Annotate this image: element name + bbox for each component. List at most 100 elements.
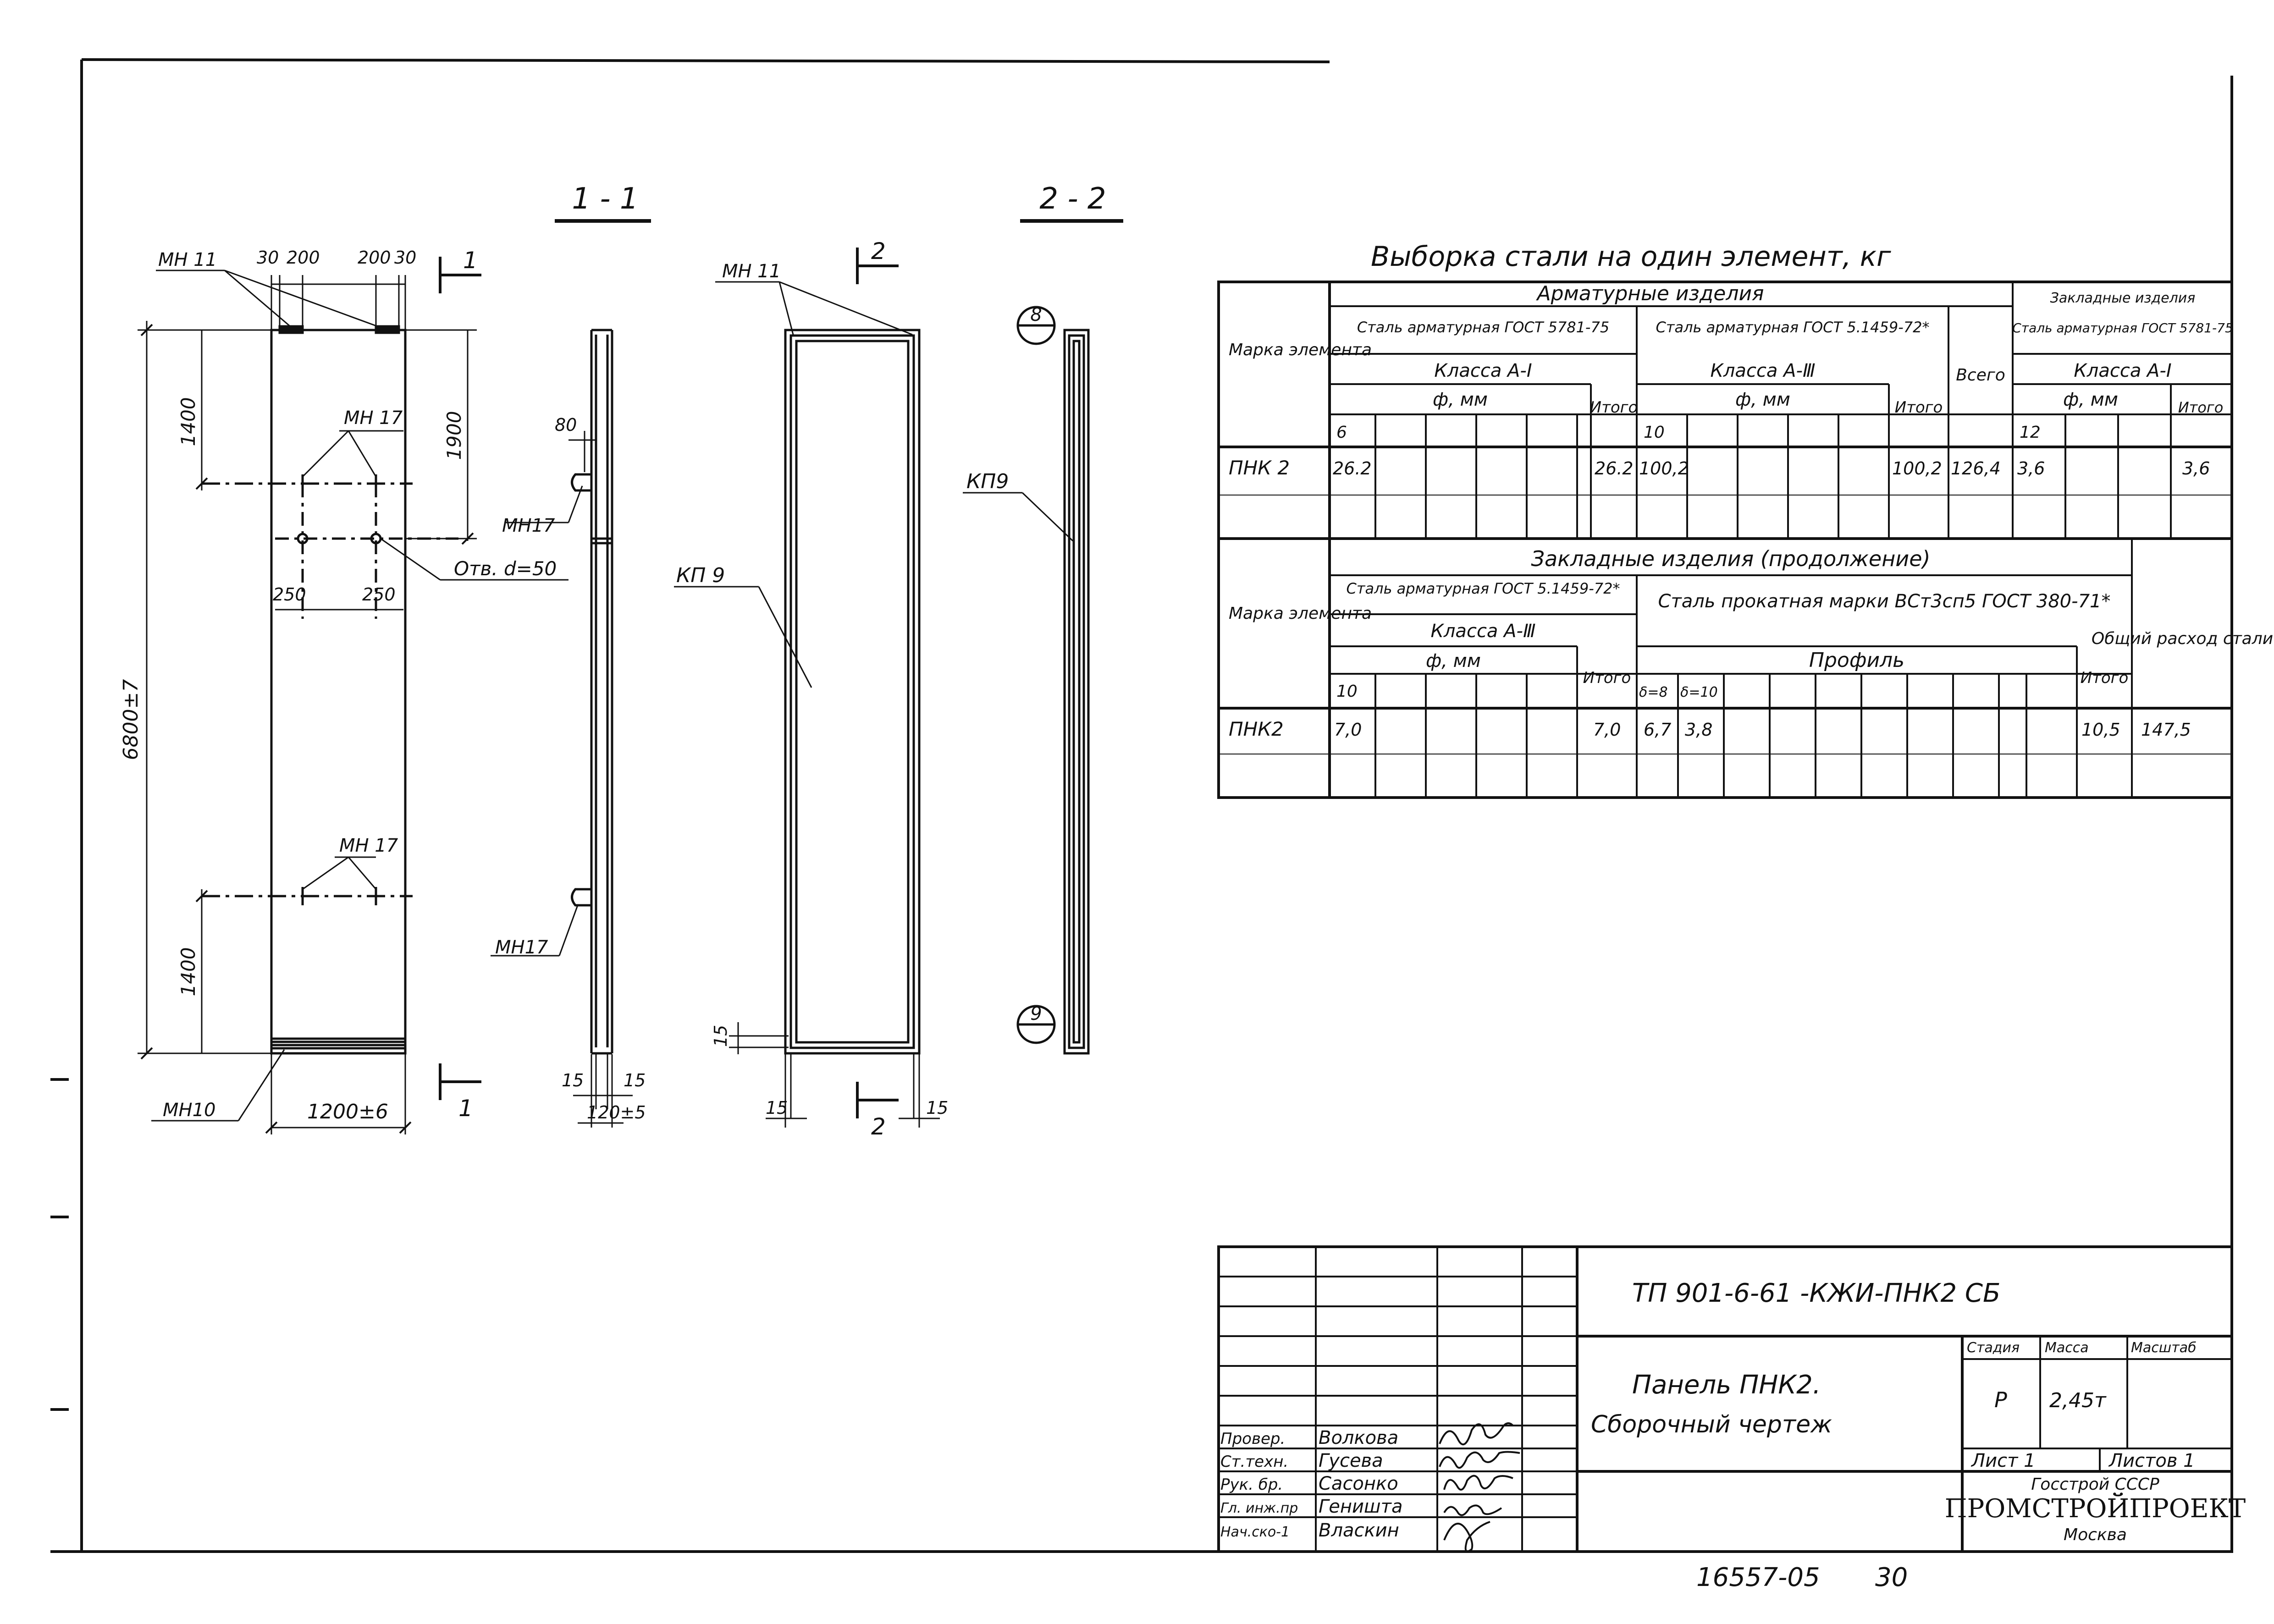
t2-stal1: Сталь арматурная ГОСТ 5.1459-72* <box>1347 580 1620 597</box>
dim-30-left: 30 <box>257 248 279 268</box>
stamp-name-1: Гусева <box>1319 1450 1383 1471</box>
t2-itogo2: Итого <box>2081 669 2129 687</box>
circle-label-8: 8 <box>1030 304 1042 325</box>
t2-v1: 7,0 <box>1334 720 1362 740</box>
t1-kl3: Класса А-I <box>2074 360 2171 381</box>
dim-15-frame-right: 15 <box>926 1098 948 1118</box>
dim-200-left: 200 <box>287 248 320 268</box>
dim-1400-top: 1400 <box>177 397 199 446</box>
t1-itogo1: Итого <box>1590 398 1638 417</box>
title-block: ТП 901-6-61 -КЖИ-ПНК2 СБ Панель ПНК2. Сб… <box>1217 1245 2246 1553</box>
dim-30-right: 30 <box>394 248 416 268</box>
t2-marka: Марка элемента <box>1229 604 1372 623</box>
dim-1400-bottom: 1400 <box>177 947 199 996</box>
stamp-massa: 2,45т <box>2049 1389 2107 1412</box>
t2-v1i: 7,0 <box>1593 720 1621 740</box>
t1-row-mark: ПНК 2 <box>1229 457 1290 479</box>
label-hole: Отв. d=50 <box>454 557 557 580</box>
label-kp9-section: КП9 <box>966 470 1009 493</box>
stamp-name-0: Волкова <box>1319 1427 1398 1448</box>
t1-marka: Марка элемента <box>1229 341 1372 359</box>
t1-fmm3: ф, мм <box>2063 389 2118 410</box>
t1-h10: 10 <box>1644 423 1665 442</box>
stamp-code: ТП 901-6-61 -КЖИ-ПНК2 СБ <box>1632 1278 2000 1308</box>
cut-label-1-bottom: 1 <box>458 1095 473 1122</box>
t2-h10: 10 <box>1336 682 1358 701</box>
label-mh11-frame: МН 11 <box>722 261 781 282</box>
t1-arm-head: Арматурные изделия <box>1535 282 1764 305</box>
t1-itogo3: Итого <box>2178 399 2224 416</box>
t2-vd10: 3,8 <box>1685 720 1712 740</box>
dim-1200: 1200±6 <box>307 1100 388 1123</box>
label-mh17-bottom: МН 17 <box>339 835 398 856</box>
stamp-name-line2: Сборочный чертеж <box>1591 1411 1832 1438</box>
stamp-masht-head: Масштаб <box>2131 1340 2197 1356</box>
steel-table-title: Выборка стали на один элемент, кг <box>1371 241 1891 273</box>
t1-zakl-head: Закладные изделия <box>2050 290 2196 306</box>
stamp-list: Лист 1 <box>1970 1450 2036 1471</box>
t1-v3i: 3,6 <box>2182 458 2210 479</box>
stamp-massa-head: Масса <box>2045 1340 2089 1356</box>
t1-v1: 26.2 <box>1333 458 1372 479</box>
steel-table-2: Марка элемента Закладные изделия (продол… <box>1217 537 2273 799</box>
t2-fmm: ф, мм <box>1426 650 1481 672</box>
stamp-org2: ПРОМСТРОЙПРОЕКТ <box>1945 1492 2246 1524</box>
t2-head: Закладные изделия (продолжение) <box>1531 546 1931 571</box>
dim-15-side-left: 15 <box>562 1070 584 1090</box>
cut-label-1-top: 1 <box>463 247 478 274</box>
label-mh17-side-bottom: МН17 <box>495 937 548 958</box>
stamp-stadia: Р <box>1994 1387 2007 1412</box>
label-mh10: МН10 <box>163 1100 216 1121</box>
stamp-org1: Госстрой СССР <box>2031 1475 2159 1494</box>
label-kp9-frame: КП 9 <box>676 564 725 587</box>
stamp-listov: Листов 1 <box>2108 1450 2195 1471</box>
frame-front-view: 2 2 МН 11 КП 9 15 15 15 <box>674 238 948 1140</box>
section-title-2-2: 2 - 2 <box>1039 182 1106 216</box>
t1-fmm2: ф, мм <box>1735 389 1790 410</box>
section-titles: 1 - 1 2 - 2 <box>555 182 1123 223</box>
t2-d8: δ=8 <box>1639 684 1668 700</box>
t2-stal2: Сталь прокатная марки ВСт3сп5 ГОСТ 380-7… <box>1658 591 2111 612</box>
circle-label-9: 9 <box>1030 1003 1042 1024</box>
section-2-2-view: КП9 8 9 <box>963 304 1090 1055</box>
dim-15-frame-left: 15 <box>766 1098 788 1118</box>
t2-vtot: 147,5 <box>2141 720 2191 740</box>
t1-vsego-val: 126,4 <box>1951 458 2001 479</box>
t1-kl1: Класса А-I <box>1434 360 1532 381</box>
panel-front-view: 1 1 МН 11 30 200 200 30 МН 17 1400 1900 … <box>119 247 568 1134</box>
stamp-org3: Москва <box>2064 1525 2127 1544</box>
stamp-name-3: Геништа <box>1319 1496 1402 1517</box>
t2-kl1: Класса А-Ⅲ <box>1430 621 1535 642</box>
t1-v2i: 100,2 <box>1892 458 1942 479</box>
footer-doc-number: 16557-05 <box>1696 1563 1820 1592</box>
cut-label-2-bottom: 2 <box>871 1113 886 1140</box>
stamp-role-1: Ст.техн. <box>1220 1453 1288 1471</box>
stamp-role-2: Рук. бр. <box>1220 1475 1283 1494</box>
dim-80: 80 <box>555 415 577 435</box>
t1-itogo2: Итого <box>1895 398 1943 417</box>
stamp-role-4: Нач.ско-1 <box>1220 1524 1290 1540</box>
signatures <box>1439 1422 1520 1552</box>
footer-page: 30 <box>1875 1563 1908 1592</box>
t1-stal2: Сталь арматурная ГОСТ 5.1459-72* <box>1656 319 1930 336</box>
t1-h12: 12 <box>2020 423 2041 442</box>
dim-200-right: 200 <box>358 248 391 268</box>
label-mh17-top: МН 17 <box>344 407 403 429</box>
sheet-frame <box>50 58 2233 1553</box>
t1-v1i: 26.2 <box>1595 458 1634 479</box>
dim-15-frame-vert: 15 <box>711 1025 731 1047</box>
t1-h6: 6 <box>1336 423 1347 442</box>
t1-stal1: Сталь арматурная ГОСТ 5781-75 <box>1357 319 1609 336</box>
t1-kl2: Класса А-Ⅲ <box>1710 360 1815 381</box>
stamp-name-line1: Панель ПНК2. <box>1632 1370 1821 1400</box>
dim-6800: 6800±7 <box>119 679 143 760</box>
t1-v2: 100,2 <box>1639 458 1689 479</box>
label-mh11-left: МН 11 <box>158 249 217 270</box>
stamp-role-3: Гл. инж.пр <box>1220 1500 1298 1516</box>
t1-vsego: Всего <box>1956 366 2005 385</box>
t2-profil: Профиль <box>1809 649 1904 672</box>
t2-obsh: Общий расход стали <box>2092 629 2273 648</box>
dim-15-side-right: 15 <box>624 1070 646 1090</box>
dim-250-left: 250 <box>273 584 306 605</box>
